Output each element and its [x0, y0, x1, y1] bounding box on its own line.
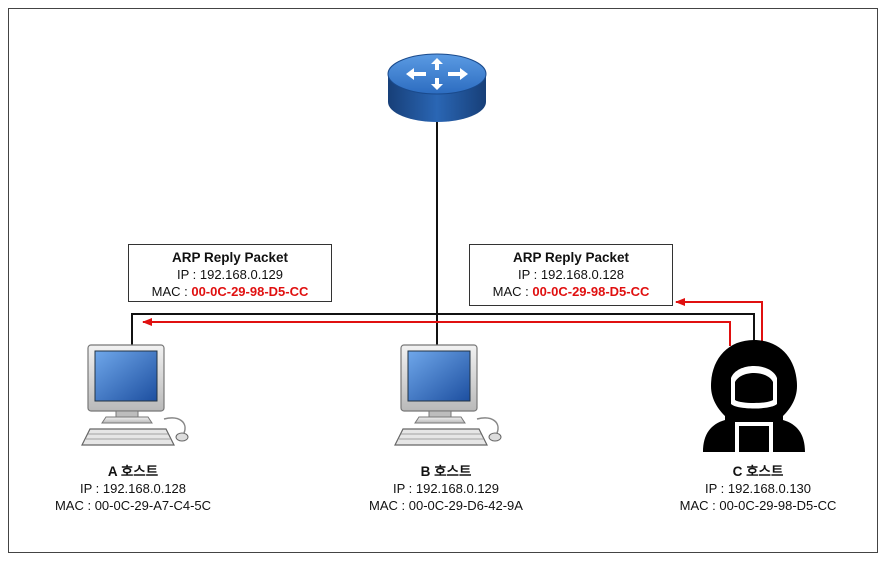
- packet-title: ARP Reply Packet: [512, 250, 630, 265]
- host-name: B 호스트: [420, 464, 472, 479]
- spoof-arrow-to-a: [142, 318, 731, 346]
- router-icon: [387, 53, 487, 122]
- host-b-label: B 호스트 IP : 192.168.0.129 MAC : 00-0C-29-…: [336, 463, 556, 514]
- packet-mac: MAC : 00-0C-29-98-D5-CC: [470, 283, 672, 300]
- host-name: C 호스트: [732, 464, 784, 479]
- arp-packet-to-a: ARP Reply Packet IP : 192.168.0.129 MAC …: [128, 244, 332, 302]
- packet-ip: IP : 192.168.0.129: [176, 267, 284, 282]
- packet-mac: MAC : 00-0C-29-98-D5-CC: [129, 283, 331, 300]
- host-c-label: C 호스트 IP : 192.168.0.130 MAC : 00-0C-29-…: [648, 463, 868, 514]
- packet-mac-label: MAC :: [151, 284, 192, 299]
- packet-title: ARP Reply Packet: [171, 250, 289, 265]
- packet-mac-label: MAC :: [492, 284, 533, 299]
- host-a-label: A 호스트 IP : 192.168.0.128 MAC : 00-0C-29-…: [23, 463, 243, 514]
- arp-packet-to-b: ARP Reply Packet IP : 192.168.0.128 MAC …: [469, 244, 673, 306]
- hacker-icon: [703, 340, 805, 452]
- diagram-frame: [8, 8, 878, 553]
- packet-ip: IP : 192.168.0.128: [517, 267, 625, 282]
- lan-bus: [131, 313, 755, 346]
- host-ip: IP : 192.168.0.128: [79, 481, 187, 496]
- host-name: A 호스트: [107, 464, 159, 479]
- host-mac: MAC : 00-0C-29-D6-42-9A: [369, 498, 523, 513]
- computer-icon: [394, 344, 502, 446]
- packet-mac-value: 00-0C-29-98-D5-CC: [191, 284, 309, 299]
- host-ip: IP : 192.168.0.129: [392, 481, 500, 496]
- spoof-arrow-to-b: [675, 298, 763, 346]
- host-mac: MAC : 00-0C-29-98-D5-CC: [679, 498, 837, 513]
- host-ip: IP : 192.168.0.130: [704, 481, 812, 496]
- packet-mac-value: 00-0C-29-98-D5-CC: [532, 284, 650, 299]
- computer-icon: [81, 344, 189, 446]
- host-mac: MAC : 00-0C-29-A7-C4-5C: [54, 498, 212, 513]
